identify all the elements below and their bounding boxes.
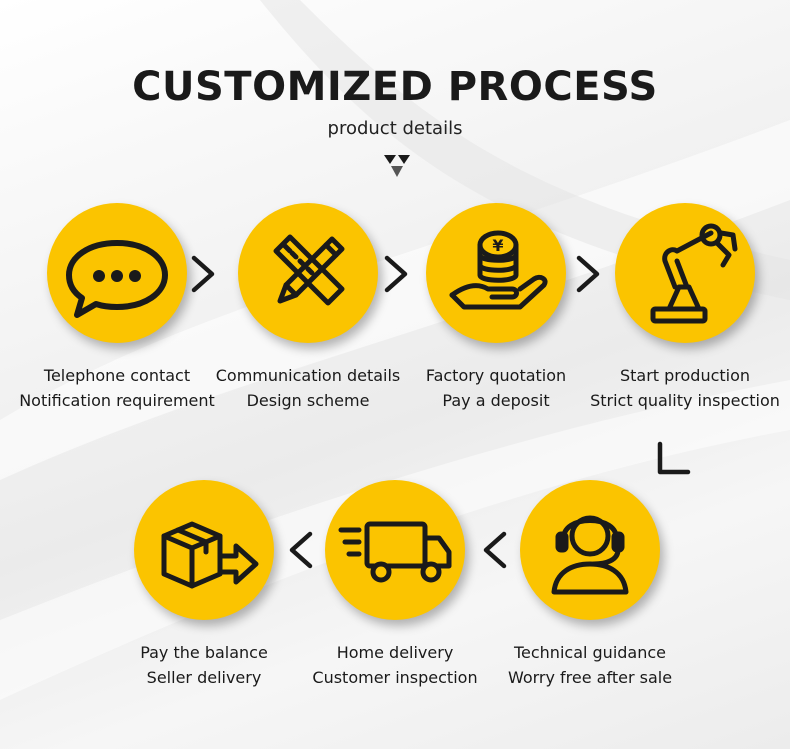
page-title: CUSTOMIZED PROCESS xyxy=(132,64,658,110)
delivery-truck-icon xyxy=(338,521,452,583)
step-communication-details: Communication details Design scheme xyxy=(203,203,413,433)
step-circle xyxy=(615,203,755,343)
coins-hand-icon: ¥ xyxy=(449,230,548,310)
corner-down-icon xyxy=(657,441,691,475)
coin-symbol: ¥ xyxy=(492,236,503,255)
chevron-right-icon xyxy=(384,255,408,293)
step-circle xyxy=(134,480,274,620)
chevron-left-icon xyxy=(483,531,507,569)
step-label: Factory quotation Pay a deposit xyxy=(425,366,567,410)
page-subtitle: product details xyxy=(327,118,463,139)
step-label: Start production Strict quality inspecti… xyxy=(590,366,780,410)
step-label: Pay the balance Seller delivery xyxy=(140,643,268,687)
step-circle: ¥ xyxy=(426,203,566,343)
step-circle xyxy=(238,203,378,343)
step-circle xyxy=(520,480,660,620)
step-pay-balance: Pay the balance Seller delivery xyxy=(99,480,309,710)
step-telephone-contact: Telephone contact Notification requireme… xyxy=(12,203,222,433)
robot-arm-icon xyxy=(650,223,738,324)
chevron-right-icon xyxy=(191,255,215,293)
chevron-left-icon xyxy=(289,531,313,569)
package-box-icon xyxy=(161,521,259,589)
step-start-production: Start production Strict quality inspecti… xyxy=(580,203,790,433)
chevron-right-icon xyxy=(576,255,600,293)
chat-bubble-icon xyxy=(66,240,168,318)
step-label: Communication details Design scheme xyxy=(215,366,401,410)
step-home-delivery: Home delivery Customer inspection xyxy=(290,480,500,710)
step-technical-guidance: Technical guidance Worry free after sale xyxy=(485,480,695,710)
headset-agent-icon xyxy=(551,515,629,595)
step-factory-quotation: ¥ Factory quotation Pay a deposit xyxy=(391,203,601,433)
down-arrows-icon xyxy=(384,155,410,177)
step-label: Telephone contact Notification requireme… xyxy=(19,366,215,410)
pencil-ruler-icon xyxy=(273,234,345,306)
step-circle xyxy=(325,480,465,620)
step-label: Technical guidance Worry free after sale xyxy=(507,643,673,687)
step-circle xyxy=(47,203,187,343)
step-label: Home delivery Customer inspection xyxy=(312,643,478,687)
